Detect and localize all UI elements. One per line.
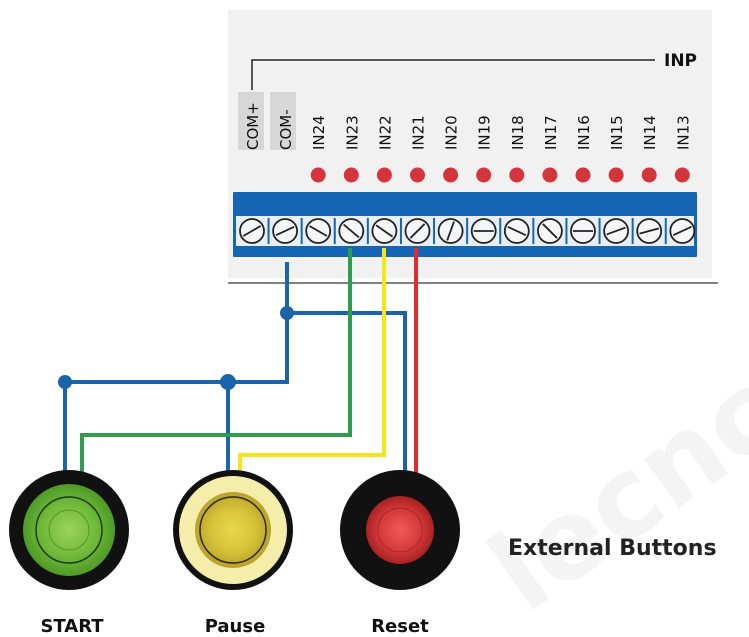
led-in22 — [376, 167, 392, 183]
terminal-screw — [404, 218, 431, 244]
com-minus-box — [270, 92, 296, 150]
wire-yellow-pause — [238, 248, 386, 480]
terminal-labels: COM+ COM- IN24 IN23 IN22 IN21 IN20 IN19 IN18 IN17… — [244, 102, 692, 150]
led-in17 — [542, 167, 558, 183]
terminal-label-in16: IN16 — [575, 115, 593, 150]
led-in19 — [476, 167, 492, 183]
terminal-screw — [669, 218, 696, 244]
terminal-screw — [636, 218, 663, 244]
led-in24 — [310, 167, 326, 183]
input-leds — [310, 167, 690, 183]
start-button[interactable] — [9, 470, 129, 590]
junction-dot — [58, 375, 72, 389]
external-buttons-caption: External Buttons — [508, 536, 717, 561]
led-in15 — [608, 167, 624, 183]
led-in18 — [509, 167, 525, 183]
reset-button[interactable] — [340, 470, 460, 590]
terminal-label-com-plus: COM+ — [244, 102, 262, 150]
terminal-screws — [239, 218, 696, 244]
led-in16 — [575, 167, 591, 183]
wire-green-start — [80, 248, 352, 480]
terminal-label-in19: IN19 — [476, 115, 494, 150]
terminal-label-in15: IN15 — [608, 115, 626, 150]
wire-blue-common — [63, 262, 407, 480]
junction-dot — [220, 374, 236, 390]
terminal-screw — [239, 218, 265, 244]
terminal-label-in22: IN22 — [376, 115, 394, 150]
led-in21 — [410, 167, 425, 183]
led-in23 — [343, 167, 359, 183]
led-in20 — [443, 167, 459, 183]
terminal-screw — [305, 218, 332, 244]
terminal-label-in17: IN17 — [542, 115, 560, 150]
controller-panel: INP COM+ COM- IN24 IN23 IN22 IN21 IN20 IN19 IN18… — [228, 10, 718, 284]
terminal-screw — [603, 218, 629, 244]
terminal-screw — [272, 218, 299, 244]
led-in13 — [674, 167, 690, 183]
inp-label: INP — [664, 51, 697, 71]
junction-dot — [280, 306, 294, 320]
terminal-screw — [338, 218, 365, 244]
terminal-label-in14: IN14 — [641, 115, 659, 150]
terminal-screw — [503, 218, 530, 244]
terminal-label-in20: IN20 — [443, 115, 461, 150]
terminal-screw — [537, 218, 563, 244]
terminal-label-in24: IN24 — [310, 115, 328, 150]
start-label: START — [40, 616, 104, 637]
reset-label: Reset — [371, 616, 429, 637]
terminal-label-in21: IN21 — [410, 115, 428, 150]
terminal-screw — [371, 218, 398, 244]
terminal-label-in13: IN13 — [674, 115, 692, 150]
terminal-label-in23: IN23 — [343, 115, 361, 150]
pause-button[interactable] — [173, 470, 293, 590]
terminal-screw — [470, 218, 497, 244]
com-plus-box — [238, 92, 264, 150]
inp-bracket — [251, 59, 655, 90]
wires — [63, 248, 418, 480]
pause-label: Pause — [205, 616, 266, 637]
terminal-screw — [437, 218, 464, 244]
terminal-screw — [570, 218, 596, 244]
terminal-label-in18: IN18 — [509, 115, 527, 150]
terminal-label-com-minus: COM- — [277, 109, 295, 150]
led-in14 — [641, 167, 657, 183]
